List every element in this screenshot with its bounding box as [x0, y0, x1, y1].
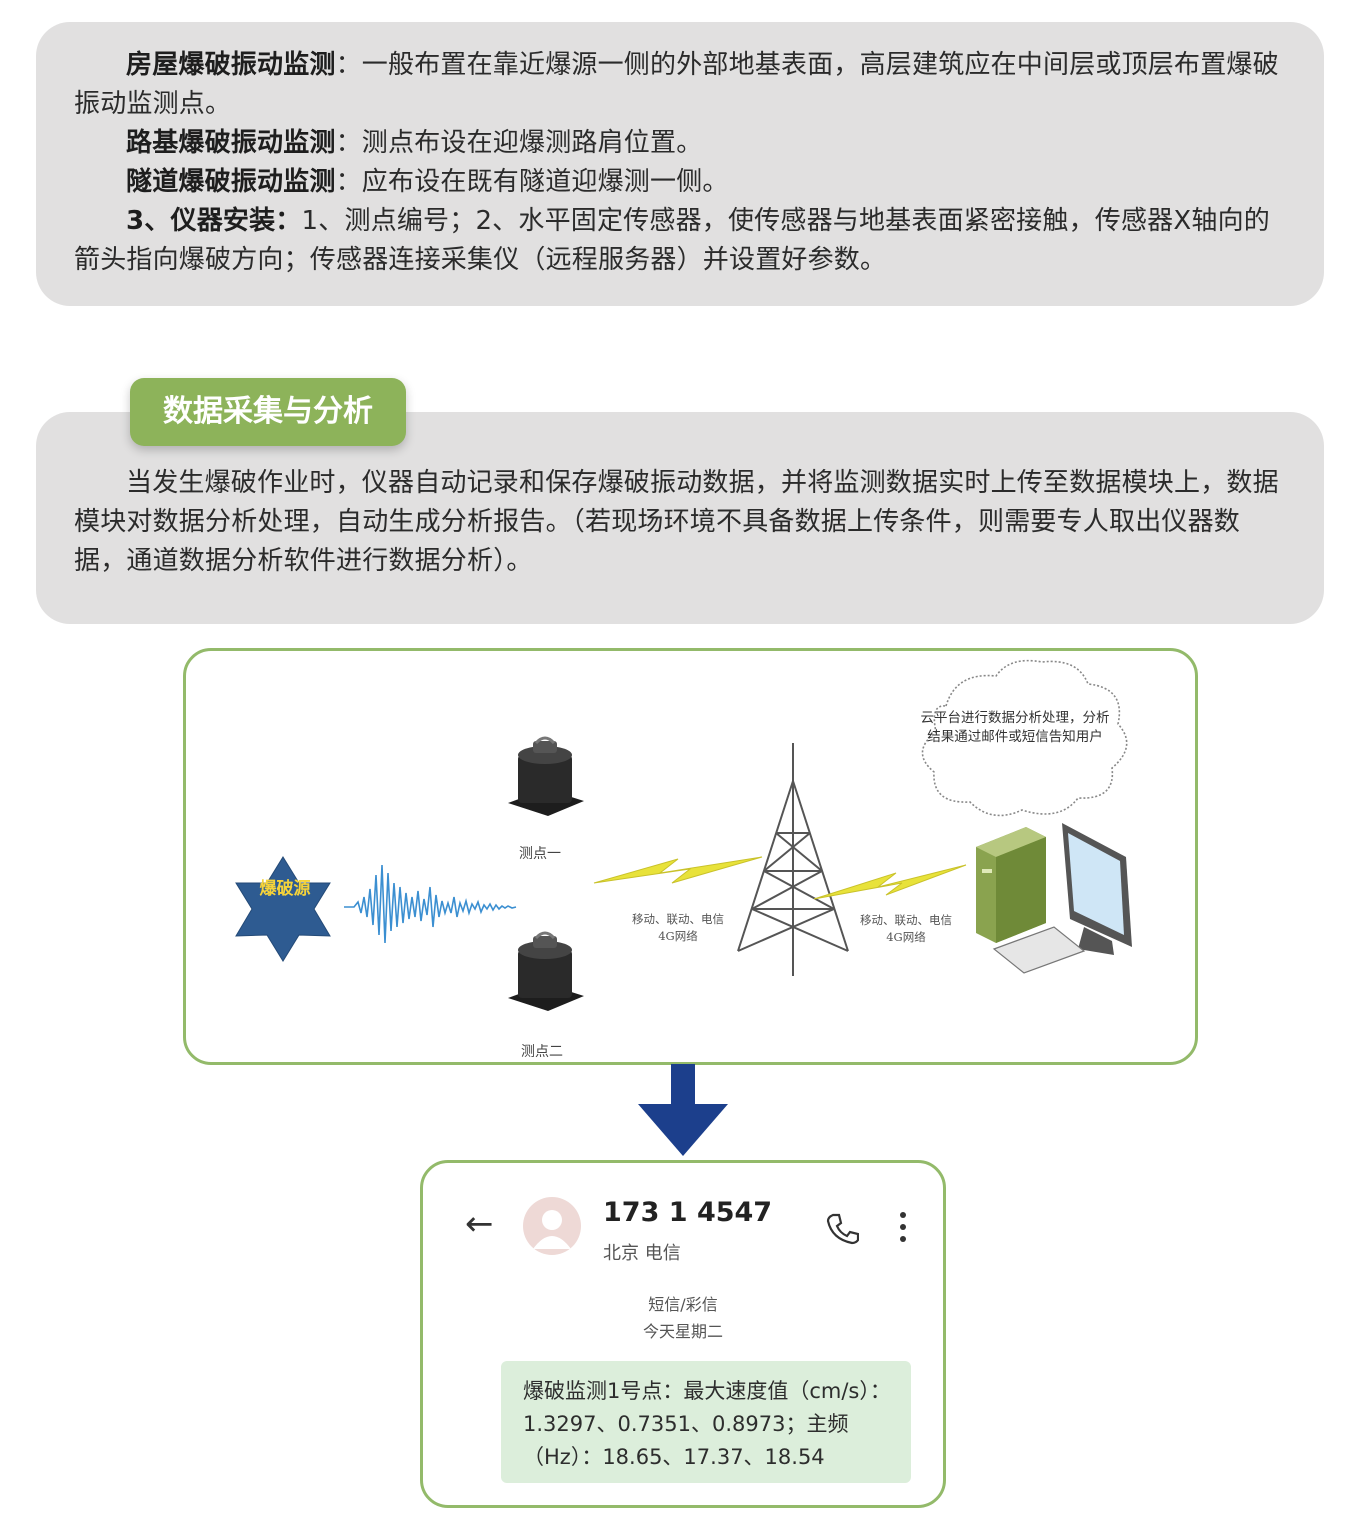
sms-screenshot: ← 173 1 4547 北京 电信 短信/彩信 今天星期二 爆破监测1号点：最…	[420, 1160, 946, 1508]
network-label-1-type: 4G网络	[658, 929, 698, 943]
measuring-point-1-label: 测点一	[519, 846, 561, 862]
network-label-2-carriers: 移动、联动、电信	[860, 913, 952, 927]
message-bubble[interactable]: 爆破监测1号点：最大速度值（cm/s）：1.3297、0.7351、0.8973…	[501, 1361, 911, 1483]
cloud-platform-text: 云平台进行数据分析处理，分析结果通过邮件或短信告知用户	[920, 710, 1110, 745]
down-arrow-icon	[638, 1064, 728, 1156]
network-label-1: 移动、联动、电信 4G网络	[618, 911, 738, 945]
more-options-icon[interactable]	[897, 1209, 909, 1245]
section-title-tag: 数据采集与分析	[130, 378, 406, 446]
house-monitoring-label: 房屋爆破振动监测	[126, 50, 336, 80]
signal-lightning-icon-1	[593, 856, 763, 884]
user-avatar-icon	[533, 1210, 571, 1249]
roadbed-monitoring-paragraph: 路基爆破振动监测：测点布设在迎爆测路肩位置。	[74, 124, 1284, 163]
avatar	[523, 1197, 581, 1255]
house-monitoring-paragraph: 房屋爆破振动监测：一般布置在靠近爆源一侧的外部地基表面，高层建筑应在中间层或顶层…	[74, 46, 1284, 124]
blast-source-label: 爆破源	[259, 879, 311, 899]
house-monitoring-text: ：一般布置在靠近爆源一侧的外部地基表面，高层建筑应在中间层或顶层布置爆破振动监测…	[74, 50, 1279, 119]
roadbed-monitoring-text: ：测点布设在迎爆测路肩位置。	[335, 128, 703, 158]
computer-icon	[976, 823, 1132, 974]
diagram-illustration	[235, 659, 1132, 1011]
blast-source-star-icon	[235, 856, 331, 962]
sender-phone-number: 173 1 4547	[603, 1197, 773, 1228]
back-arrow-icon[interactable]: ←	[465, 1204, 494, 1244]
sender-carrier: 北京 电信	[603, 1243, 681, 1264]
installation-text: 1、测点编号；2、水平固定传感器，使传感器与地基表面紧密接触，传感器X轴向的箭头…	[74, 206, 1270, 275]
network-label-1-carriers: 移动、联动、电信	[632, 912, 724, 926]
tunnel-monitoring-text: ：应布设在既有隧道迎爆测一侧。	[335, 167, 729, 197]
signal-lightning-icon-2	[813, 864, 967, 900]
phone-call-icon[interactable]	[825, 1211, 859, 1245]
cell-tower-icon	[737, 743, 849, 976]
network-label-2: 移动、联动、电信 4G网络	[846, 912, 966, 946]
seismic-wave-icon	[344, 864, 517, 944]
data-analysis-card: 当发生爆破作业时，仪器自动记录和保存爆破振动数据，并将监测数据实时上传至数据模块…	[36, 412, 1324, 624]
roadbed-monitoring-label: 路基爆破振动监测	[126, 128, 336, 158]
tunnel-monitoring-paragraph: 隧道爆破振动监测：应布设在既有隧道迎爆测一侧。	[74, 163, 1284, 202]
monitoring-system-diagram: 爆破源 测点一 测点二 移动、联动、电信 4G网络 移动、联动、电信 4G网络 …	[183, 648, 1198, 1065]
cloud-icon	[921, 659, 1128, 817]
installation-label: 3、仪器安装：	[126, 206, 302, 236]
network-label-2-type: 4G网络	[886, 930, 926, 944]
instrument-info-card: 房屋爆破振动监测：一般布置在靠近爆源一侧的外部地基表面，高层建筑应在中间层或顶层…	[36, 22, 1324, 306]
tunnel-monitoring-label: 隧道爆破振动监测	[126, 167, 336, 197]
data-analysis-text: 当发生爆破作业时，仪器自动记录和保存爆破振动数据，并将监测数据实时上传至数据模块…	[74, 468, 1279, 576]
sensor-icon-2	[508, 931, 584, 1011]
message-type-label: 短信/彩信	[648, 1295, 718, 1314]
message-date-label: 今天星期二	[642, 1322, 723, 1341]
sensor-icon-1	[508, 736, 584, 816]
measuring-point-2-label: 测点二	[521, 1044, 563, 1060]
installation-paragraph: 3、仪器安装：1、测点编号；2、水平固定传感器，使传感器与地基表面紧密接触，传感…	[74, 202, 1284, 280]
